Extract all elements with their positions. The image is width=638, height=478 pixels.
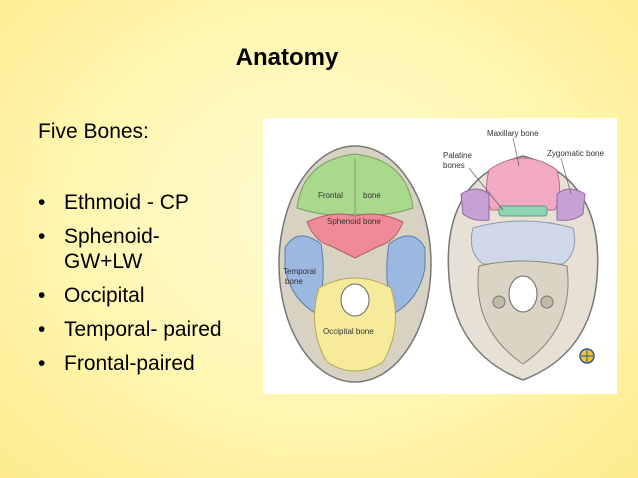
list-item: • Sphenoid- GW+LW	[38, 224, 222, 274]
bullet-text: Ethmoid - CP	[64, 191, 189, 214]
bullet-text: Frontal-paired	[64, 352, 195, 375]
sphenoid-bone-region	[306, 213, 404, 259]
list-item: • Ethmoid - CP	[38, 190, 222, 215]
bullet-icon: •	[38, 191, 46, 214]
skull-base-figure: Frontal bone Sphenoid bone Temporal bone…	[263, 118, 617, 394]
bullet-icon: •	[38, 225, 46, 248]
frontal-bone-label: bone	[363, 191, 381, 200]
frontal-label: Frontal	[318, 191, 343, 200]
occipital-bone-region	[314, 277, 396, 372]
skull-illustration: Frontal bone Sphenoid bone Temporal bone…	[278, 129, 604, 383]
cranial-base-internal-view: Frontal bone Sphenoid bone Temporal bone…	[278, 145, 432, 383]
list-item: • Occipital	[38, 283, 222, 308]
list-item: • Temporal- paired	[38, 317, 222, 342]
skull-base-external-view: Maxillary bone Palatine bones Zygomatic …	[443, 129, 604, 381]
bullet-icon: •	[38, 284, 46, 307]
palatine-bone-region	[498, 205, 548, 217]
temporal-label: Temporal	[283, 267, 316, 276]
list-item: • Frontal-paired	[38, 351, 222, 376]
occipital-condyle-right	[540, 295, 554, 309]
bullet-text: Temporal- paired	[64, 318, 222, 341]
sphenoid-label: Sphenoid bone	[327, 217, 381, 226]
occipital-label: Occipital bone	[323, 327, 374, 336]
slide-title: Anatomy	[235, 44, 339, 71]
slide-subtitle: Five Bones:	[38, 120, 149, 143]
palatine-label-line2: bones	[443, 161, 465, 170]
bullet-text-continuation: GW+LW	[64, 250, 143, 273]
foramen-magnum-inferior	[508, 275, 538, 313]
foramen-magnum	[340, 283, 370, 317]
maxillary-label: Maxillary bone	[487, 129, 539, 138]
bullet-icon: •	[38, 352, 46, 375]
bullet-text: Occipital	[64, 284, 145, 307]
sphenoid-inferior-region	[470, 220, 576, 265]
bullet-text: Sphenoid-	[64, 225, 160, 248]
maxillary-pointer	[512, 137, 520, 167]
temporal-bone-left-region	[284, 235, 324, 315]
globe-logo-lines	[581, 350, 593, 362]
zygomatic-bone-left-region	[460, 188, 490, 221]
bullet-list: • Ethmoid - CP • Sphenoid- GW+LW • Occip…	[38, 190, 222, 385]
maxillary-bone-region	[485, 157, 561, 211]
bullet-icon: •	[38, 318, 46, 341]
palatine-label: Palatine	[443, 151, 472, 160]
zygomatic-bone-right-region	[556, 188, 586, 221]
occipital-condyle-left	[492, 295, 506, 309]
zygomatic-label: Zygomatic bone	[547, 149, 604, 158]
zygomatic-pointer	[560, 157, 572, 195]
temporal-bone-right-region	[386, 235, 426, 315]
temporal-bone-label: bone	[285, 277, 303, 286]
palatine-pointer	[468, 167, 504, 211]
